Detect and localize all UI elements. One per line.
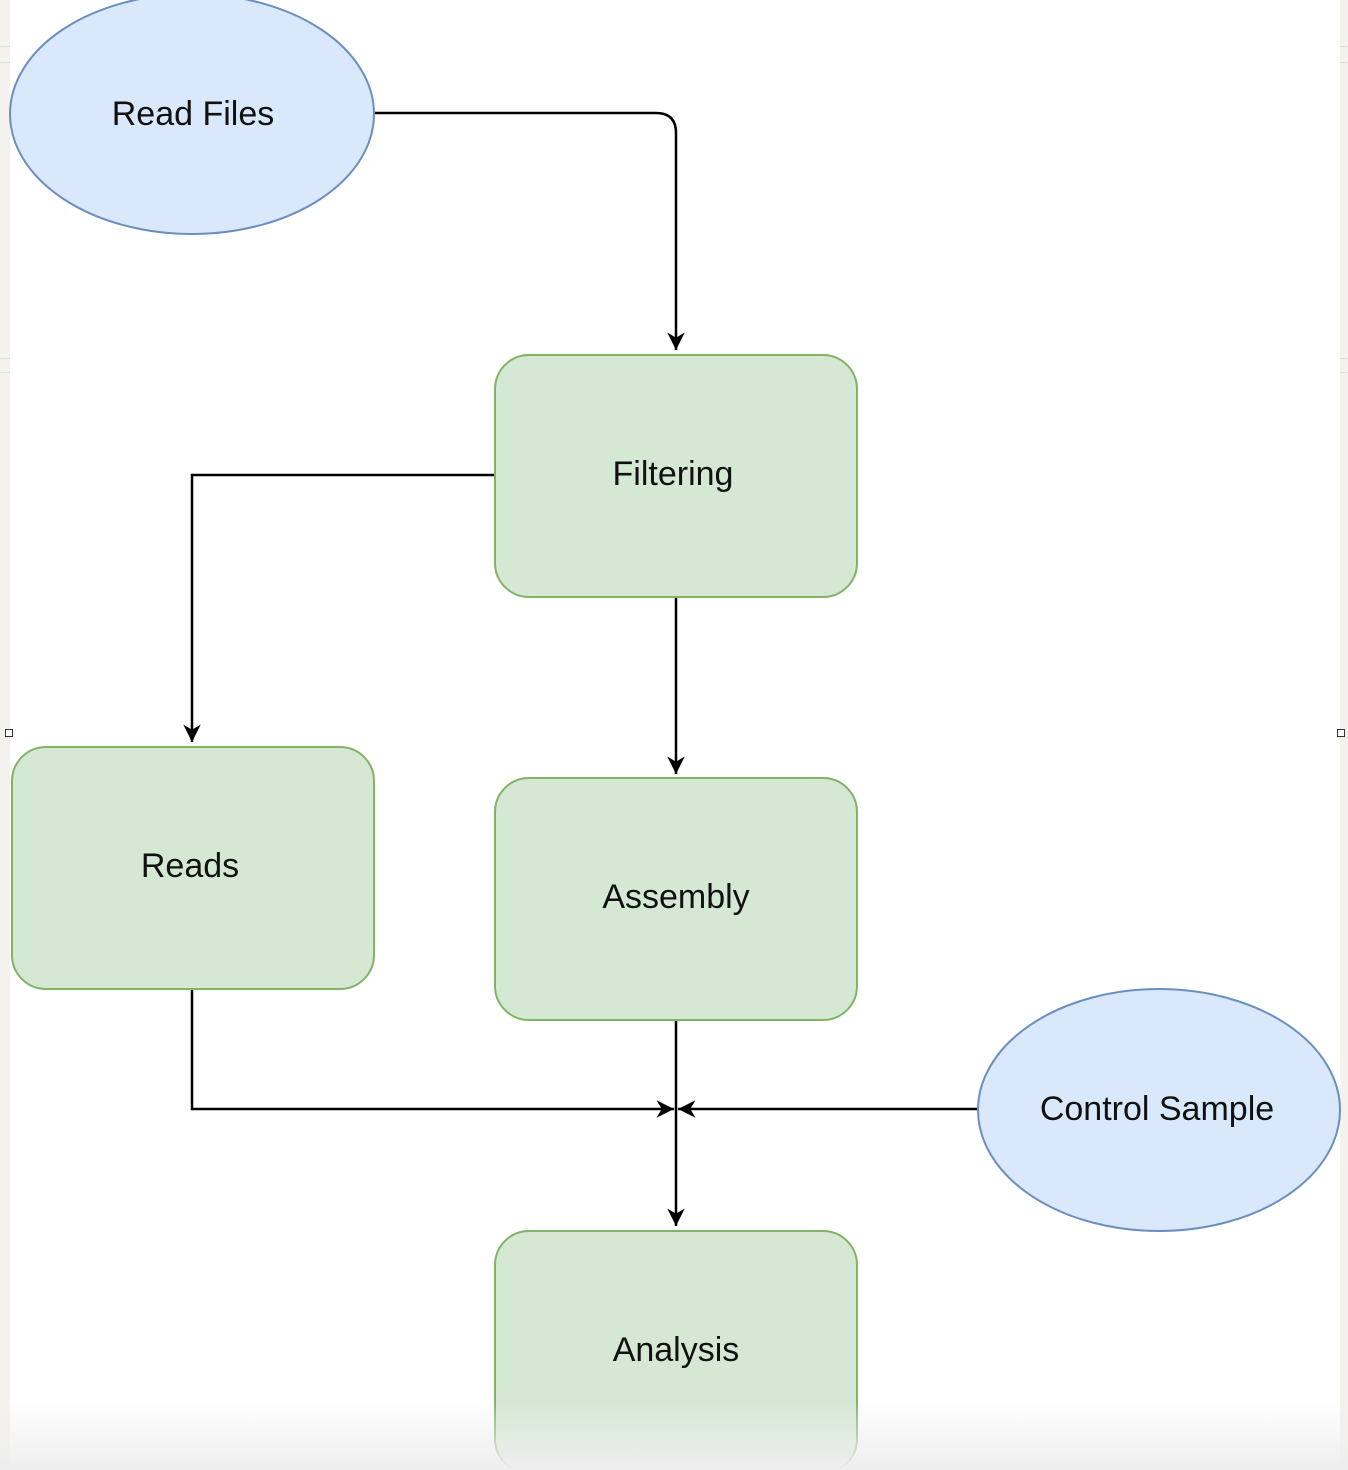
guide-line <box>0 372 10 373</box>
node-filtering[interactable]: Filtering <box>494 354 858 598</box>
guide-line <box>0 62 10 63</box>
guide-line <box>1340 358 1348 359</box>
node-control-sample[interactable]: Control Sample <box>977 988 1341 1232</box>
filtering-shape <box>494 354 858 598</box>
reads-label: Reads <box>141 847 239 885</box>
read-files-shape <box>9 0 375 235</box>
edge-reads-to-analysis <box>190 990 674 1118</box>
guide-line <box>1340 372 1348 373</box>
node-read-files[interactable]: Read Files <box>9 0 375 235</box>
guide-line <box>1340 62 1348 63</box>
control-sample-label: Control Sample <box>1040 1090 1274 1128</box>
filtering-label: Filtering <box>613 455 734 493</box>
selection-handle-right[interactable] <box>1337 729 1345 737</box>
node-assembly[interactable]: Assembly <box>494 777 858 1021</box>
analysis-label: Analysis <box>613 1331 740 1369</box>
control-sample-shape <box>977 988 1341 1232</box>
assembly-label: Assembly <box>602 878 749 916</box>
guide-line <box>1340 46 1348 47</box>
bottom-fade <box>0 1400 1348 1470</box>
node-reads[interactable]: Reads <box>11 746 375 990</box>
guide-line <box>0 358 10 359</box>
selection-handle-left[interactable] <box>5 729 13 737</box>
reads-shape <box>11 746 375 990</box>
read-files-label: Read Files <box>112 95 275 133</box>
edge-filtering-to-reads <box>183 473 494 742</box>
assembly-shape <box>494 777 858 1021</box>
guide-line <box>0 46 10 47</box>
edge-read-files-to-filtering <box>375 111 685 350</box>
